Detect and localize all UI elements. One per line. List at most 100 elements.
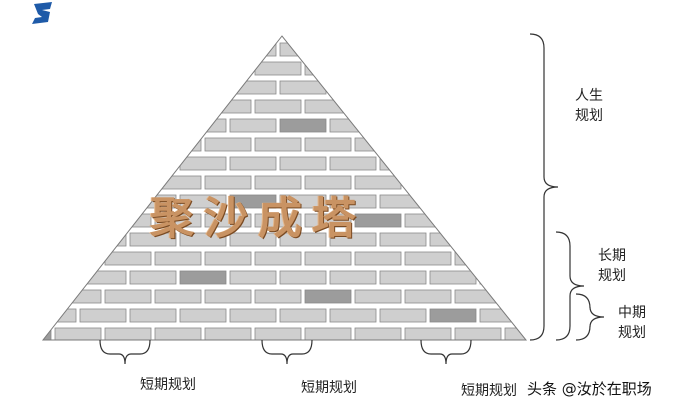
brick (304, 175, 352, 190)
brick (429, 270, 477, 285)
brick (229, 80, 277, 95)
brick (379, 308, 427, 323)
mid-term-label-line1: 中期 (618, 305, 646, 321)
brick (479, 118, 526, 133)
brick (104, 61, 152, 76)
brick (379, 232, 427, 247)
brick (129, 80, 177, 95)
brick (179, 42, 227, 57)
brick (154, 61, 202, 76)
short-term-label-2: 短期规划 (301, 380, 357, 396)
brick (104, 289, 152, 304)
brick (254, 61, 302, 76)
brick (104, 327, 152, 340)
brick (454, 99, 502, 114)
brick (54, 289, 102, 304)
life-plan-label-line2: 规划 (575, 108, 603, 124)
brick (229, 42, 277, 57)
brick (43, 175, 52, 190)
watermark-text: 头条 @汝於在职场 (527, 380, 652, 398)
bracket-line (99, 339, 151, 365)
brick (129, 118, 177, 133)
brick (429, 118, 477, 133)
brick (54, 61, 102, 76)
brick (304, 327, 352, 340)
brick (304, 213, 352, 228)
brick (229, 156, 277, 171)
brick (279, 270, 327, 285)
brick (404, 99, 452, 114)
brick (429, 42, 477, 57)
brick (254, 213, 302, 228)
brick (229, 308, 277, 323)
brick (179, 118, 227, 133)
brick (154, 137, 202, 152)
brick (254, 251, 302, 266)
brick (154, 251, 202, 266)
pyramid-title: 聚沙成塔 (150, 193, 366, 244)
brick (454, 175, 502, 190)
brick (54, 137, 102, 152)
brick (354, 99, 402, 114)
brick (129, 308, 177, 323)
long-term-label-line1: 长期 (598, 248, 626, 264)
brick (54, 99, 102, 114)
brick (354, 213, 402, 228)
brick (304, 99, 352, 114)
brick (154, 289, 202, 304)
brick (43, 289, 52, 304)
brick (530, 81, 576, 94)
brick (79, 194, 127, 209)
brick (154, 327, 202, 340)
brick (204, 289, 252, 304)
brick (43, 61, 52, 76)
brick (404, 251, 452, 266)
brick (104, 137, 152, 152)
brick (204, 99, 252, 114)
bracket-line (529, 33, 559, 341)
brick (454, 327, 502, 340)
brick (43, 80, 77, 95)
brick (43, 270, 77, 285)
brick (254, 137, 302, 152)
bracket-line (575, 293, 605, 341)
long-term-label-line2: 规划 (598, 268, 626, 284)
brick (229, 232, 277, 247)
brick (404, 61, 452, 76)
brick (254, 289, 302, 304)
brick (104, 251, 152, 266)
brick (79, 270, 127, 285)
brick (454, 251, 502, 266)
brick (204, 61, 252, 76)
brick (354, 289, 402, 304)
brick (479, 42, 526, 57)
logo-icon (32, 2, 52, 24)
short-term-label-3: 短期规划 (461, 383, 517, 399)
brick (379, 156, 427, 171)
brick (54, 213, 102, 228)
brick (154, 213, 202, 228)
brick (304, 137, 352, 152)
bracket-line (261, 339, 313, 365)
brick (279, 42, 327, 57)
brick (79, 42, 127, 57)
brick (204, 175, 252, 190)
brick (530, 157, 576, 170)
brick (179, 270, 227, 285)
mid-term-label-line2: 规划 (618, 325, 646, 341)
brick (204, 137, 252, 152)
brick (429, 232, 477, 247)
brick (43, 194, 77, 209)
brick (329, 156, 377, 171)
brick (454, 61, 502, 76)
brick (329, 118, 377, 133)
brick (79, 80, 127, 95)
brick (404, 137, 452, 152)
bracket-line (555, 231, 585, 341)
brick (254, 99, 302, 114)
short-term-label-1: 短期规划 (140, 377, 196, 393)
brick (129, 42, 177, 57)
brick (329, 194, 377, 209)
brick (279, 156, 327, 171)
